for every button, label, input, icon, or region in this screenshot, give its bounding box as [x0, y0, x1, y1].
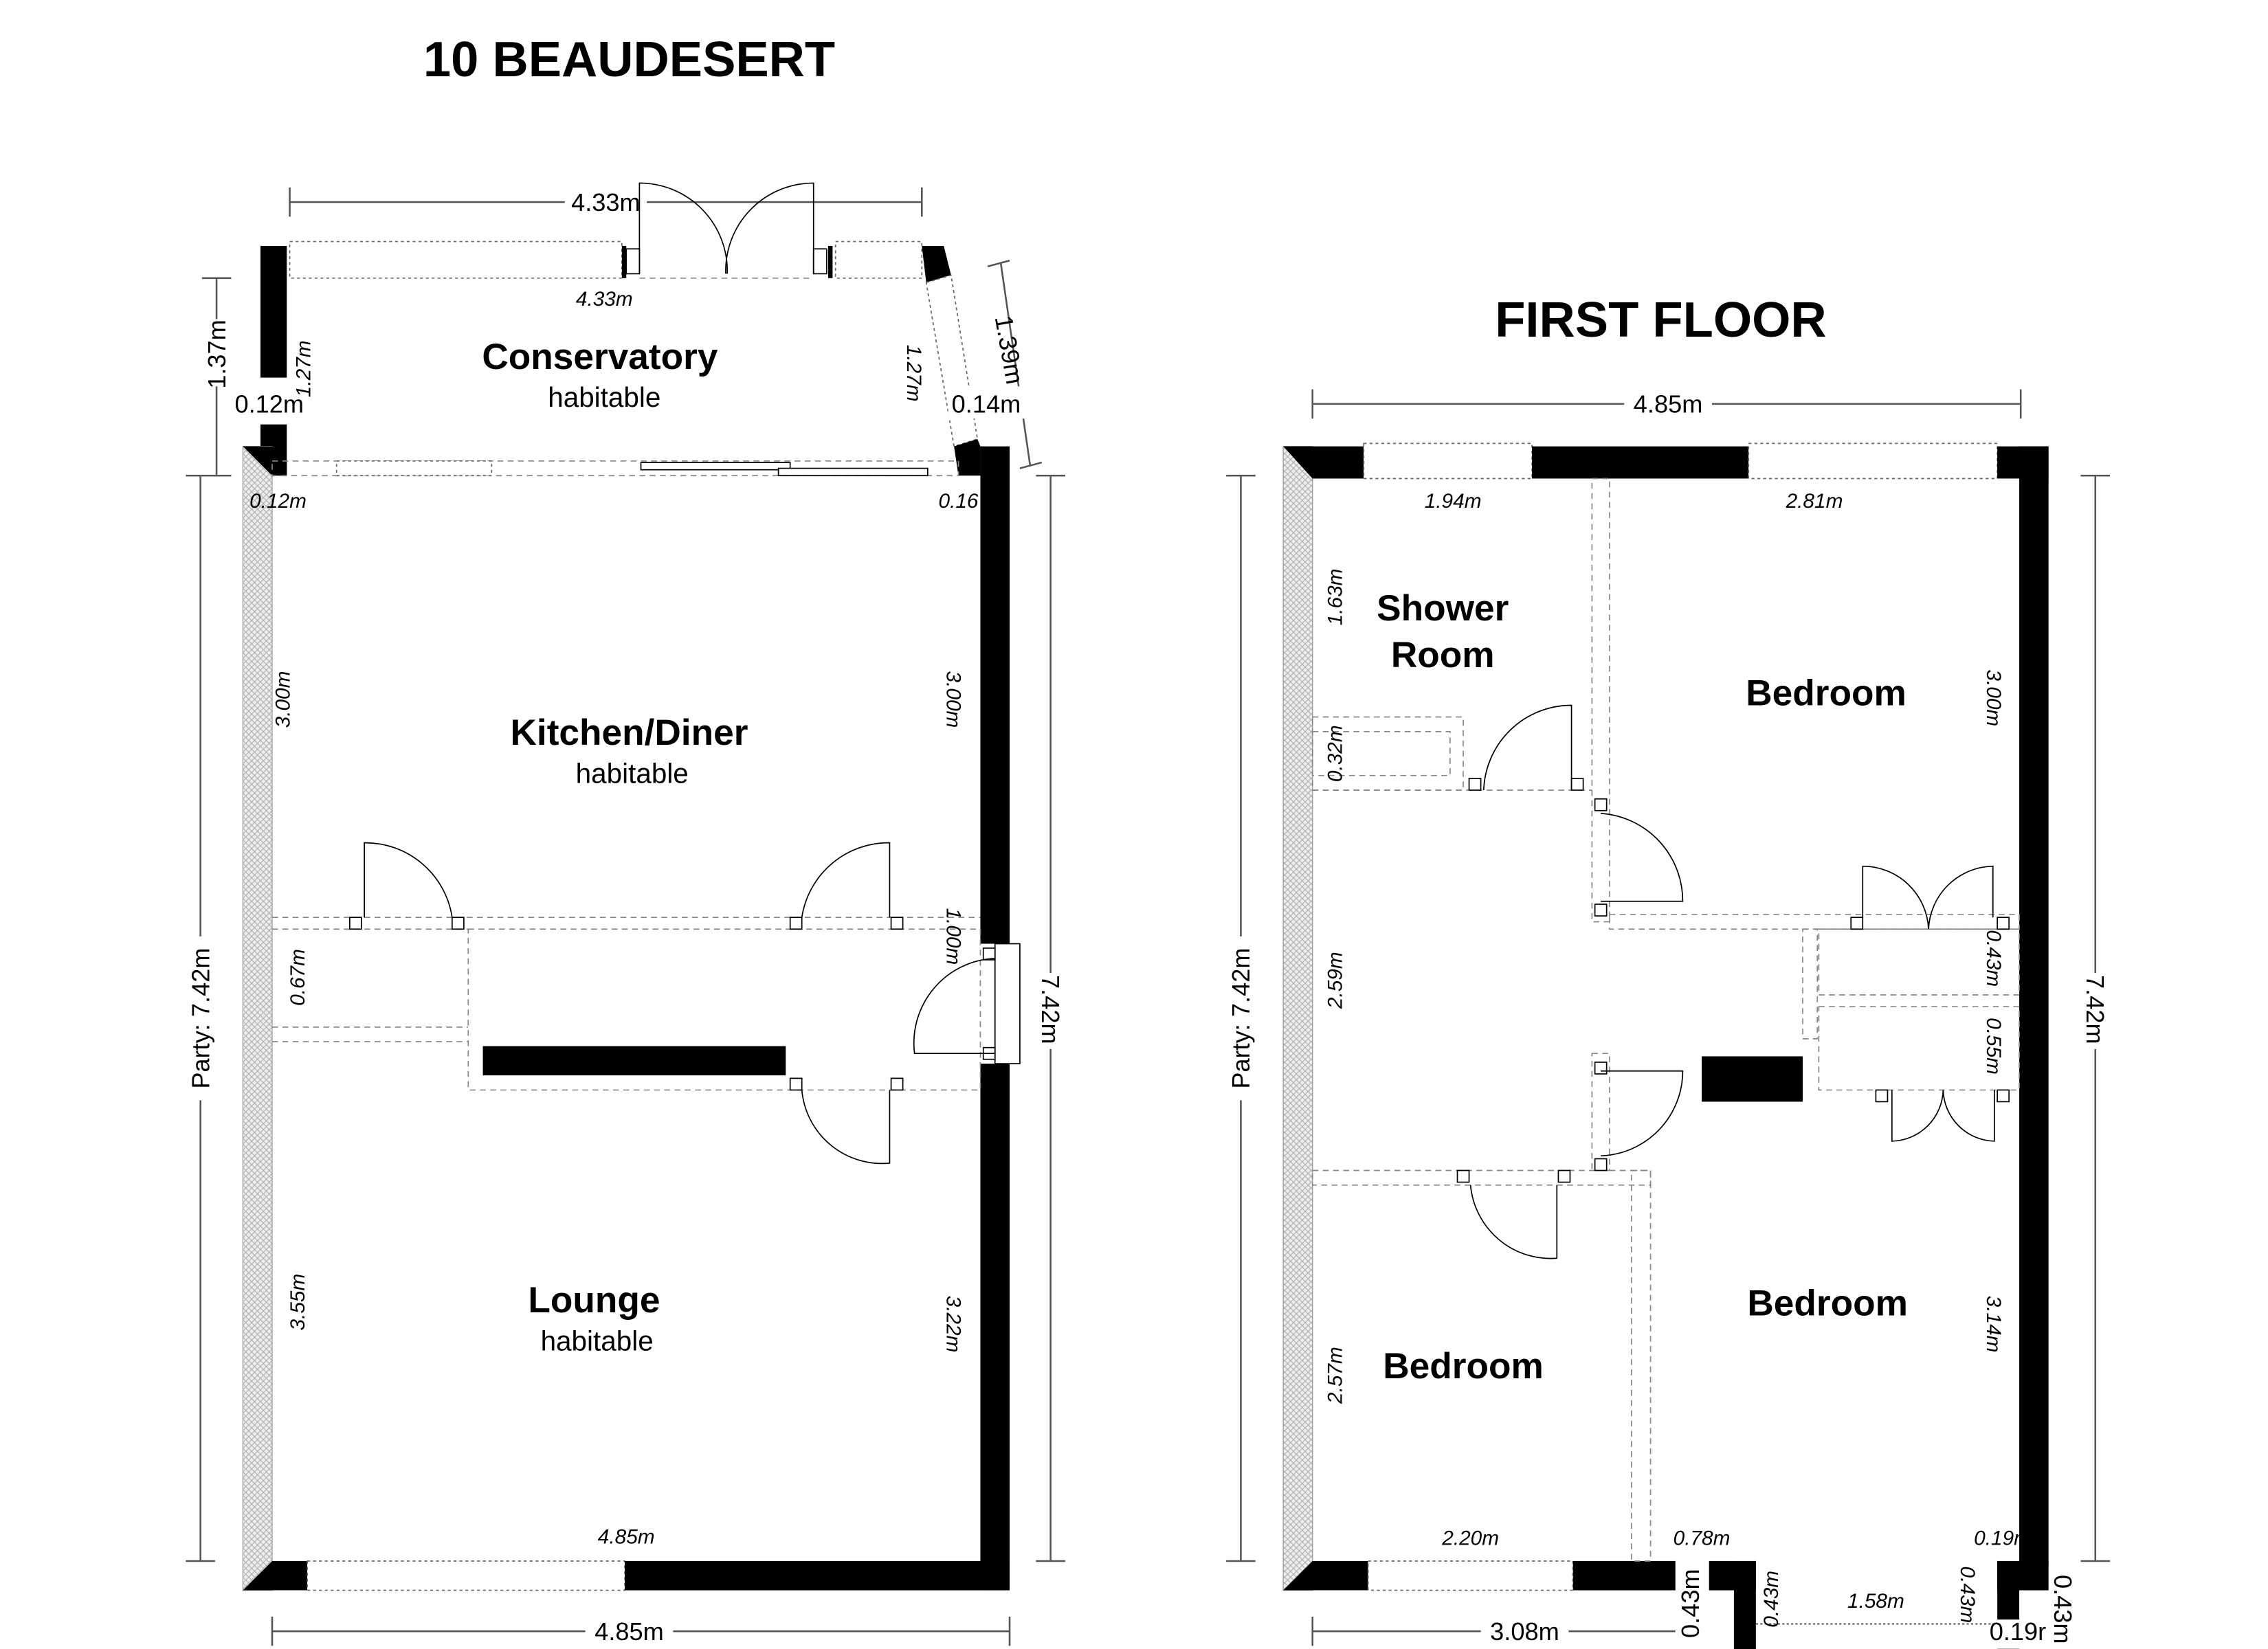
- room-tag-kitchen-diner: habitable: [576, 757, 689, 789]
- dim-first-bottom-total: 3.08m: [1490, 1617, 1559, 1646]
- room-label-kitchen-diner: Kitchen/Diner: [510, 713, 748, 753]
- dim-bedroom-height: 3.00m: [1982, 669, 2005, 726]
- dim-conservatory-right-ext: 1.39m: [990, 313, 1030, 386]
- dim-lounge-left: 3.55m: [287, 1274, 309, 1331]
- party-wall: [242, 446, 273, 1591]
- room-label-bedroom-rear-right: Bedroom: [1747, 1283, 1908, 1323]
- dim-shower-height: 1.63m: [1324, 569, 1346, 626]
- dim-bedroom-left-width: 2.20m: [1441, 1527, 1499, 1550]
- dim-lounge-bottom: 4.85m: [598, 1525, 655, 1548]
- room-label-bedroom-rear-left: Bedroom: [1383, 1346, 1544, 1387]
- room-tag-lounge: habitable: [541, 1325, 654, 1356]
- dim-bedroom-right-a: 0.78m: [1674, 1527, 1731, 1550]
- ground-floor-internal: 0.12m 0.16 3.00m 3.00m 0.67m 1.00m 3.55m…: [249, 490, 1021, 1548]
- dim-conservatory-right-wall: 0.14m: [952, 390, 1021, 418]
- dim-kitchen-right: 3.00m: [942, 671, 964, 728]
- front-door-frame: [994, 943, 1021, 1064]
- dim-ground-right-total: 7.42m: [1036, 975, 1065, 1044]
- plan-title: 10 BEAUDESERT: [423, 32, 835, 87]
- room-label-bedroom-front: Bedroom: [1746, 673, 1906, 713]
- dim-cupboard-1: 0.43m: [1982, 930, 2005, 987]
- dim-wall-top-right: 0.16: [939, 490, 979, 513]
- dim-first-party: Party: 7.42m: [1227, 948, 1255, 1089]
- dim-conservatory-left-wall: 0.12m: [234, 390, 304, 418]
- dim-hall-right: 1.00m: [942, 908, 964, 965]
- party-wall: [1282, 446, 1313, 1591]
- dim-conservatory-left-int: 1.27m: [292, 340, 315, 397]
- room-tag-conservatory: habitable: [548, 381, 660, 413]
- door-swing-icon: [364, 842, 453, 918]
- dim-bedroom-width: 2.81m: [1786, 490, 1843, 513]
- dim-notch-left: 0.43m: [1760, 1571, 1783, 1628]
- dim-conservatory-right-int: 1.27m: [902, 345, 925, 402]
- first-floor-title: FIRST FLOOR: [1495, 292, 1826, 348]
- room-label-shower-room-line2: Room: [1391, 635, 1495, 675]
- dim-first-top-total: 4.85m: [1634, 390, 1703, 418]
- dim-bedroom-left-height: 2.57m: [1324, 1347, 1346, 1404]
- dim-notch-wall: 0.19r: [1990, 1617, 2046, 1646]
- dim-ground-bottom-total: 4.85m: [594, 1617, 664, 1646]
- room-label-lounge: Lounge: [528, 1280, 660, 1321]
- dim-notch-right: 0.43m: [1956, 1567, 1979, 1624]
- dim-lounge-right: 3.22m: [942, 1296, 964, 1353]
- room-label-shower-room-line1: Shower: [1377, 588, 1509, 629]
- dim-bedroom-right-b: 0.19r: [1974, 1527, 2021, 1550]
- dim-notch-ext-right: 0.43m: [2049, 1575, 2077, 1644]
- conservatory-structure: 4.33m 1.37m 0.12m 1.27m 1.27m: [201, 182, 1043, 477]
- dim-landing: 2.59m: [1324, 952, 1346, 1009]
- dim-notch-ext-left: 0.43m: [1676, 1569, 1704, 1638]
- dim-notch-width: 1.58m: [1847, 1590, 1904, 1613]
- dim-conservatory-top: 4.33m: [571, 188, 641, 216]
- ground-floor: 4.33m 1.37m 0.12m 1.27m 1.27m: [186, 182, 1065, 1646]
- dim-cupboard-2: 0.55m: [1982, 1018, 2005, 1075]
- first-floor: 4.85m Party: 7.42m: [1226, 389, 2111, 1649]
- dim-wall-top-left: 0.12m: [249, 490, 307, 513]
- dim-first-right-total: 7.42m: [2081, 975, 2109, 1044]
- room-label-conservatory: Conservatory: [482, 337, 718, 377]
- first-floor-internal: Shower Room Bedroom Bedroom Bedroom 1.94…: [1311, 478, 2077, 1646]
- chimney-breast: [482, 1046, 786, 1076]
- dim-hall-left: 0.67m: [287, 949, 309, 1006]
- ground-floor-walls: Party: 7.42m 7.42m 4.85m: [186, 446, 1065, 1646]
- dim-kitchen-left: 3.00m: [272, 671, 295, 728]
- dim-ground-party: Party: 7.42m: [186, 948, 214, 1089]
- dim-shower-width: 1.94m: [1425, 490, 1482, 513]
- door-swing-icon: [1482, 704, 1572, 790]
- first-floor-walls: 4.85m Party: 7.42m: [1226, 389, 2111, 1649]
- dim-bedroom-right-height: 3.14m: [1982, 1296, 2005, 1353]
- dim-bath: 0.32m: [1324, 725, 1346, 782]
- chimney-breast: [1702, 1056, 1803, 1102]
- dim-conservatory-left-ext: 1.37m: [203, 319, 231, 389]
- dim-conservatory-inner: 4.33m: [576, 288, 633, 311]
- door-swing-icon: [638, 182, 728, 274]
